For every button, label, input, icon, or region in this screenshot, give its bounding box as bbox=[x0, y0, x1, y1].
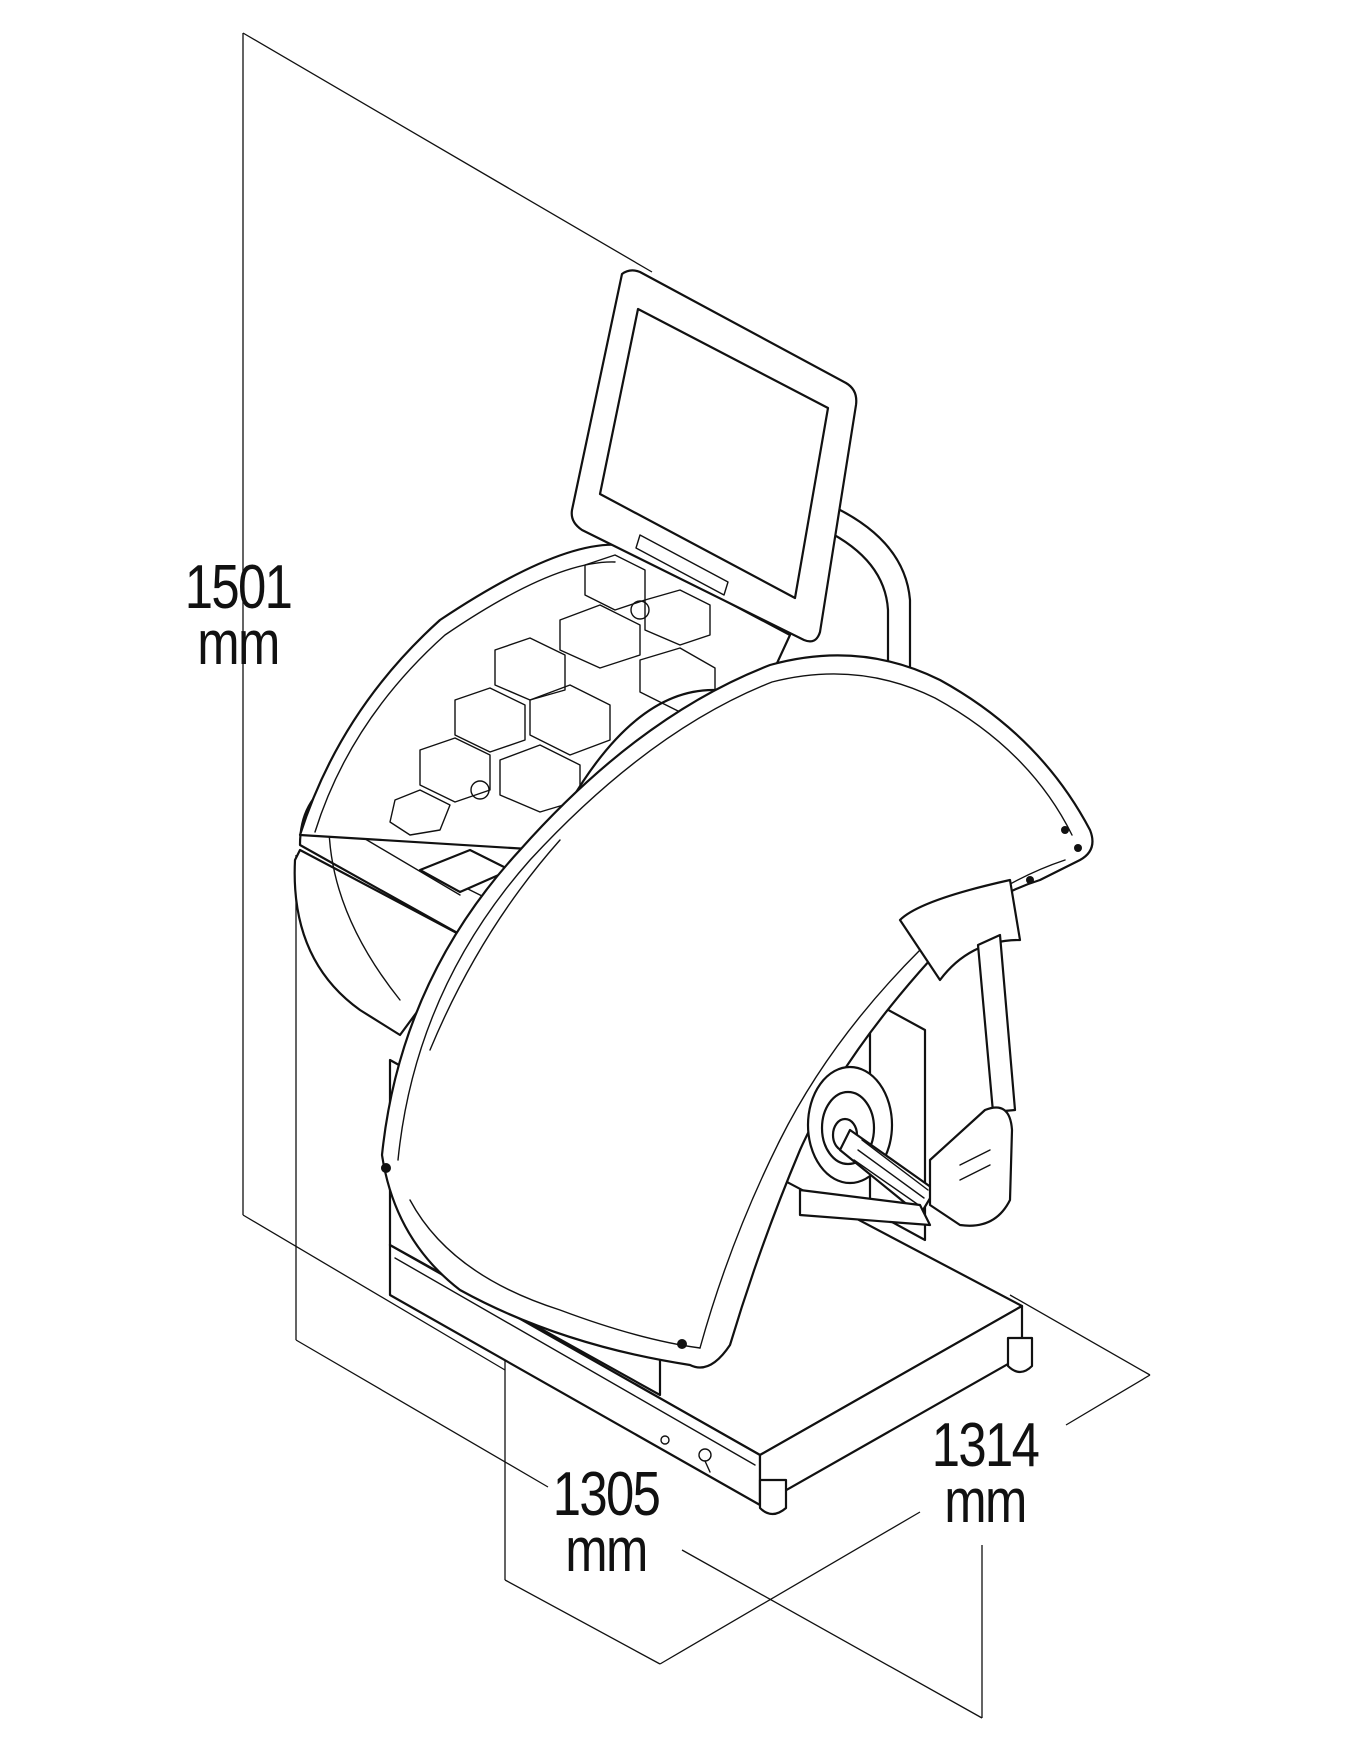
width-value: 1314 bbox=[931, 1411, 1040, 1480]
monitor-screen bbox=[598, 307, 830, 600]
display-monitor[interactable] bbox=[570, 269, 858, 643]
depth-dimension-label: 1305 mm bbox=[549, 1460, 664, 1585]
height-value: 1501 bbox=[184, 553, 293, 622]
monitor-badge bbox=[635, 534, 729, 596]
balancing-shaft bbox=[798, 878, 1022, 1227]
height-unit: mm bbox=[197, 609, 280, 678]
gauge-arm bbox=[798, 1188, 932, 1227]
depth-unit: mm bbox=[565, 1516, 648, 1585]
weight-tray bbox=[298, 543, 792, 852]
height-dimension-label: 1501 mm bbox=[181, 553, 296, 678]
gauge-head bbox=[928, 1106, 1014, 1227]
width-unit: mm bbox=[944, 1467, 1027, 1536]
depth-value: 1305 bbox=[552, 1460, 661, 1529]
width-dimension-label: 1314 mm bbox=[928, 1411, 1043, 1536]
